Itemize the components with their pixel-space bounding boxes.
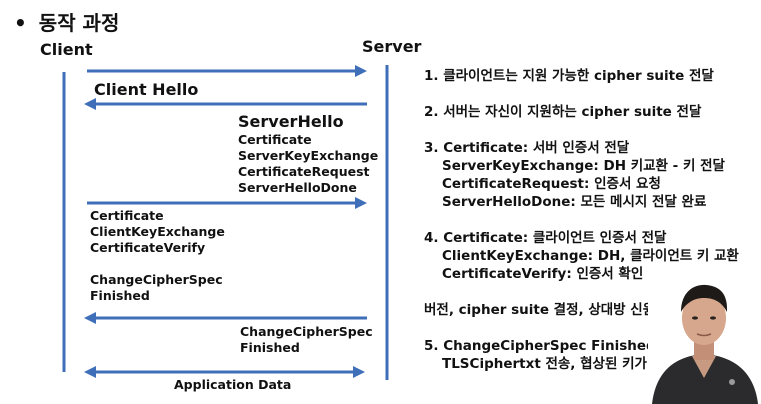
client-finish-messages: ChangeCipherSpec Finished (90, 272, 223, 304)
server-message: ServerKeyExchange (238, 148, 379, 163)
server-finished-arrow (84, 312, 367, 324)
bullet-icon: • (14, 11, 27, 35)
client-finish-message: ChangeCipherSpec (90, 272, 223, 287)
client-messages: Certificate ClientKeyExchange Certificat… (90, 208, 225, 256)
step-line: 2. 서버는 자신이 지원하는 cipher suite 전달 (424, 104, 702, 120)
server-message: Certificate (238, 132, 312, 147)
step-line: 3. Certificate: 서버 인증서 전달 (424, 140, 630, 156)
server-label: Server (362, 37, 422, 56)
step-3: 3. Certificate: 서버 인증서 전달 ServerKeyExcha… (424, 139, 739, 211)
application-data-arrow (84, 366, 365, 378)
step-4: 4. Certificate: 클라이언트 인증서 전달 ClientKeyEx… (424, 229, 739, 319)
client-message: Certificate (90, 208, 164, 223)
step-line: 4. Certificate: 클라이언트 인증서 전달 (424, 230, 667, 246)
presenter-avatar (648, 278, 761, 404)
client-finish-message: Finished (90, 288, 150, 303)
steps-list: 1. 클라이언트는 지원 가능한 cipher suite 전달 2. 서버는 … (424, 67, 739, 391)
step-5: 5. ChangeCipherSpec Finished TLSCiphertx… (424, 337, 739, 373)
server-finish-messages: ChangeCipherSpec Finished (240, 324, 373, 356)
client-label: Client (40, 40, 93, 59)
step-line: ServerHelloDone: 모든 메시지 전달 완료 (442, 194, 707, 210)
step-line: 5. ChangeCipherSpec Finished (424, 338, 656, 354)
client-message: CertificateVerify (90, 240, 206, 255)
server-message: ServerHelloDone (238, 180, 357, 195)
step-extra: 버전, cipher suite 결정, 상대방 신원 확인 완료 (424, 302, 715, 318)
server-messages: Certificate ServerKeyExchange Certificat… (238, 132, 378, 196)
slide-title-text: 동작 과정 (38, 11, 120, 35)
step-line: CertificateVerify: 인증서 확인 (442, 266, 644, 282)
client-hello-arrow (87, 65, 367, 77)
step-line: ClientKeyExchange: DH, 클라이언트 키 교환 (442, 248, 739, 264)
step-2: 2. 서버는 자신이 지원하는 cipher suite 전달 (424, 103, 739, 121)
step-line: TLSCiphertxt 전송, 협상된 키가 (442, 356, 647, 372)
step-line: CertificateRequest: 인증서 요청 (442, 176, 661, 192)
step-1: 1. 클라이언트는 지원 가능한 cipher suite 전달 (424, 67, 739, 85)
step-line: 1. 클라이언트는 지원 가능한 cipher suite 전달 (424, 68, 714, 84)
slide-title: • 동작 과정 (14, 7, 119, 36)
server-message: CertificateRequest (238, 164, 370, 179)
server-finish-message: Finished (240, 340, 300, 355)
client-certificate-arrow (87, 197, 367, 209)
step-line: ServerKeyExchange: DH 키교환 - 키 전달 (442, 158, 725, 174)
client-message: ClientKeyExchange (90, 224, 225, 239)
server-hello-label: ServerHello (238, 112, 344, 131)
server-finish-message: ChangeCipherSpec (240, 324, 373, 339)
client-hello-label: Client Hello (94, 80, 199, 99)
server-hello-arrow (84, 98, 367, 110)
application-data-label: Application Data (174, 377, 292, 392)
